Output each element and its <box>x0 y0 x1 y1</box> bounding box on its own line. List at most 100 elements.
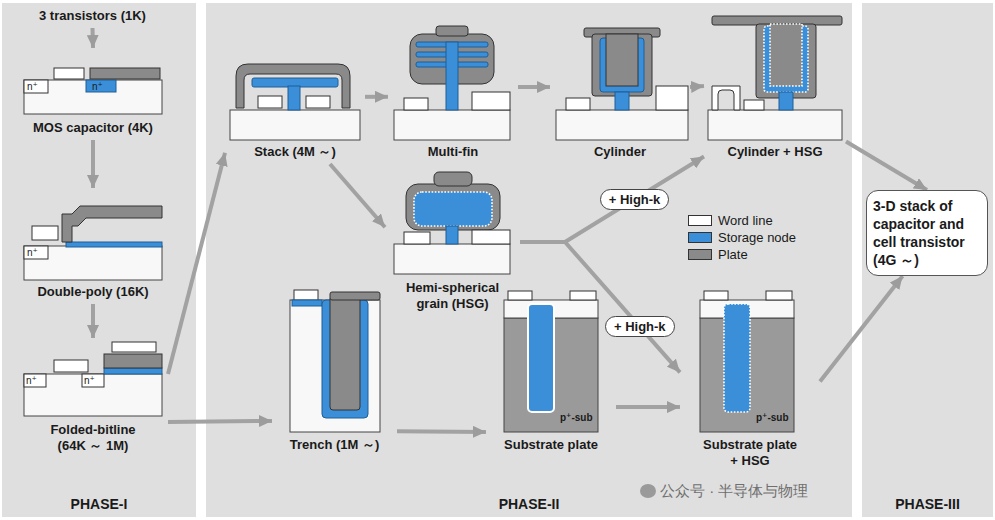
result-box: 3-D stack of capacitor and cell transist… <box>866 190 988 276</box>
plate <box>90 68 160 79</box>
dram-cell: Trench (1M ～) <box>272 285 397 457</box>
word-line <box>766 291 792 300</box>
plate <box>606 34 638 86</box>
legend-text: Word line <box>718 213 773 229</box>
flow-arrow <box>91 28 96 48</box>
flow-arrow <box>520 157 704 243</box>
substrate <box>24 374 162 416</box>
doping-label: n⁺ <box>84 375 95 386</box>
phase-ground <box>2 3 196 517</box>
node-text: 3 transistors (1K) <box>20 8 165 24</box>
legend-swatch <box>688 215 712 226</box>
substrate <box>556 110 688 140</box>
phase-label: PHASE-I <box>71 495 128 513</box>
flow-arrow <box>365 95 388 99</box>
dram-cell: Folded-bitline (64K ～ 1M) <box>18 338 168 458</box>
contact <box>712 86 740 110</box>
doping-label: n⁺ <box>26 375 37 386</box>
plate <box>756 24 816 98</box>
storage-node <box>446 226 458 244</box>
flow-arrow <box>846 142 927 191</box>
dram-cell: Cylinder + HSG <box>704 14 846 164</box>
plate <box>770 24 802 86</box>
substrate-label: p⁺-sub <box>756 412 789 423</box>
flow-arrow <box>520 242 680 372</box>
edge-label: + High-k <box>600 189 670 210</box>
word-line <box>472 230 510 244</box>
node-text: Stack (4M ～) <box>225 144 365 160</box>
legend-row: Plate <box>688 246 796 263</box>
word-line <box>54 360 88 372</box>
substrate <box>708 110 842 140</box>
word-line <box>570 291 596 300</box>
diffusion <box>82 374 104 387</box>
node-text: Cylinder <box>550 144 690 160</box>
plate <box>330 292 380 300</box>
word-line <box>404 232 430 244</box>
substrate <box>24 80 162 114</box>
doping-label: n⁺ <box>27 81 38 92</box>
word-line <box>744 100 764 110</box>
dram-cell: Multi-fin <box>388 24 518 164</box>
node-text: MOS capacitor (4K) <box>18 120 168 136</box>
step-label: 3 transistors (1K) <box>20 6 165 28</box>
word-line <box>508 291 532 300</box>
word-line <box>404 98 428 110</box>
plate <box>330 296 360 410</box>
phase-label: PHASE-II <box>499 495 560 513</box>
plate <box>434 172 472 186</box>
flow-arrow <box>91 140 95 188</box>
node-text: Hemi-spherical grain (HSG) <box>392 280 514 312</box>
doping-label: n⁺ <box>92 81 103 92</box>
dram-cell: Double-poly (16K) <box>18 188 168 304</box>
substrate <box>394 244 510 274</box>
dram-cell: Cylinder <box>550 24 690 164</box>
flow-arrow <box>168 153 225 374</box>
substrate <box>230 110 360 140</box>
legend-text: Plate <box>718 247 748 263</box>
flow-arrow <box>330 164 385 227</box>
dram-cell: Substrate plate + HSG <box>680 290 820 473</box>
dram-cell: Hemi-spherical grain (HSG) <box>385 168 520 316</box>
plate <box>406 184 500 230</box>
substrate <box>394 110 510 140</box>
storage-node <box>779 92 793 110</box>
storage-node <box>288 86 300 110</box>
storage-node <box>615 92 629 110</box>
storage-node <box>724 304 750 412</box>
word-line <box>566 98 590 110</box>
legend-text: Storage node <box>718 230 796 246</box>
storage-node <box>292 300 322 306</box>
flow-arrow <box>616 405 680 409</box>
node-text: Double-poly (16K) <box>18 284 168 300</box>
node-text: Folded-bitline (64K ～ 1M) <box>37 422 149 454</box>
word-line <box>258 96 282 108</box>
diffusion <box>24 246 48 259</box>
node-text: Trench (1M ～) <box>272 437 397 453</box>
dram-cell: MOS capacitor (4K) <box>18 48 168 140</box>
word-line <box>32 226 58 240</box>
word-line <box>472 92 510 110</box>
flow-arrow <box>168 421 272 422</box>
legend-row: Storage node <box>688 229 796 246</box>
legend-row: Word line <box>688 212 796 229</box>
phase-panel: PHASE-I 3 transistors (1K) MOS capacitor (… <box>2 3 196 517</box>
word-line <box>54 68 84 79</box>
substrate-label: p⁺-sub <box>560 412 593 423</box>
node-text: Multi-fin <box>388 144 518 160</box>
flow-arrow <box>91 304 95 338</box>
storage-node <box>104 368 162 374</box>
flow-arrow <box>397 429 486 434</box>
watermark-icon <box>640 484 656 498</box>
word-line <box>112 342 156 352</box>
phase-panel: PHASE-II Stack (4M ～) Multi-fin Cylinder Cyl… <box>206 3 852 517</box>
legend-swatch <box>688 249 712 260</box>
phase-panel: PHASE-III3-D stack of capacitor and cell… <box>862 3 993 517</box>
storage-node <box>528 304 554 412</box>
storage-node <box>66 242 162 247</box>
word-line <box>656 86 688 110</box>
flow-arrow <box>518 85 550 89</box>
edge-label: + High-k <box>605 316 675 337</box>
